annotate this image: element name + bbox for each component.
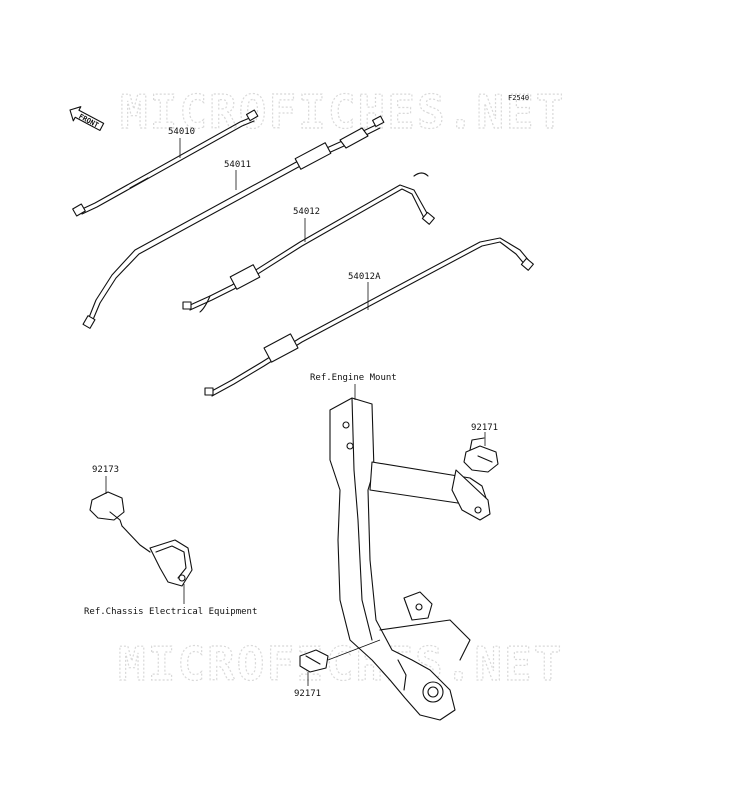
cable-54012 (182, 172, 435, 313)
figure-code: F2540 (508, 94, 529, 102)
watermark-top: MICROFICHES.NET (120, 85, 565, 139)
cable-54012a (204, 237, 534, 397)
switch-92171-bottom (299, 649, 329, 673)
switch-92173 (89, 491, 193, 587)
engine-mount-bracket (329, 397, 491, 721)
cable-54011 (82, 115, 385, 329)
watermark-bottom: MICROFICHES.NET (118, 637, 563, 691)
callout-92171-bottom: 92171 (294, 689, 321, 699)
callout-92171-top: 92171 (471, 423, 498, 433)
ref-engine-mount: Ref.Engine Mount (310, 373, 397, 383)
callout-54012: 54012 (293, 207, 320, 217)
switch-92171-top (463, 437, 499, 473)
callout-54010: 54010 (168, 127, 195, 137)
callout-54012a: 54012A (348, 272, 381, 282)
callout-92173: 92173 (92, 465, 119, 475)
cable-54010 (72, 109, 259, 217)
callout-54011: 54011 (224, 160, 251, 170)
ref-chassis-electrical: Ref.Chassis Electrical Equipment (84, 607, 257, 617)
leader-92171-bottom-a (327, 639, 381, 661)
front-arrow-icon: FRONT (69, 106, 105, 131)
